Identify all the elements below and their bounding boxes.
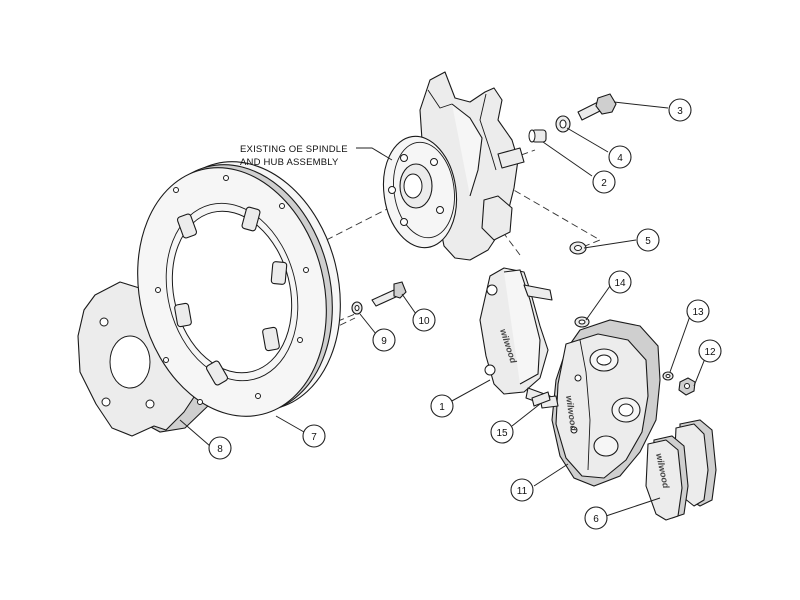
washer-upper [555,115,571,133]
svg-text:11: 11 [517,486,528,497]
callout-14: 14 [608,270,632,294]
callout-11: 11 [510,478,534,502]
callout-5: 5 [636,228,660,252]
sleeve-spacer [528,129,547,143]
spindle-assembly-label: EXISTING OE SPINDLE AND HUB ASSEMBLY [240,144,393,168]
svg-text:9: 9 [381,336,387,347]
svg-text:wilwood: wilwood [564,395,579,432]
svg-text:13: 13 [692,307,704,318]
svg-text:10: 10 [418,316,430,327]
oe-spindle-hub-assembly [382,71,525,261]
svg-text:5: 5 [645,236,651,247]
callout-7: 7 [302,424,326,448]
svg-text:7: 7 [311,432,317,443]
bleeder-nut [678,377,696,396]
svg-text:4: 4 [617,153,623,164]
brake-pads: wilwood [645,419,717,521]
callout-6: 6 [584,506,608,530]
assembly-label-line2: AND HUB ASSEMBLY [240,157,339,168]
callout-1: 1 [430,394,454,418]
svg-text:2: 2 [601,178,607,189]
rotor-holes [155,175,309,405]
callout-9: 9 [372,328,396,352]
callout-10: 10 [412,308,436,332]
rotor-slots [174,206,288,386]
shim-washer [574,316,590,328]
svg-text:12: 12 [704,347,716,358]
bracket-bolt [371,281,407,307]
callout-12: 12 [698,339,722,363]
svg-text:6: 6 [593,514,599,525]
svg-text:15: 15 [496,428,508,439]
brake-caliper: wilwood [539,319,661,487]
svg-text:3: 3 [677,106,683,117]
callout-2: 2 [592,170,616,194]
callout-13: 13 [686,299,710,323]
washer-lower [569,241,587,255]
callout-4: 4 [608,145,632,169]
callout-leaders [179,101,707,517]
callout-8: 8 [208,436,232,460]
brake-rotor [137,161,341,417]
bracket-stud [531,391,551,407]
svg-text:14: 14 [614,278,626,289]
svg-text:1: 1 [439,402,445,413]
assembly-label-line1: EXISTING OE SPINDLE [240,144,348,155]
bleeder-washer [662,371,674,381]
bracket-washer [351,301,363,315]
callout-15: 15 [490,420,514,444]
svg-text:8: 8 [217,444,223,455]
caliper-bracket: wilwood [479,267,553,407]
mounting-bolt [577,93,617,121]
callout-3: 3 [668,98,692,122]
